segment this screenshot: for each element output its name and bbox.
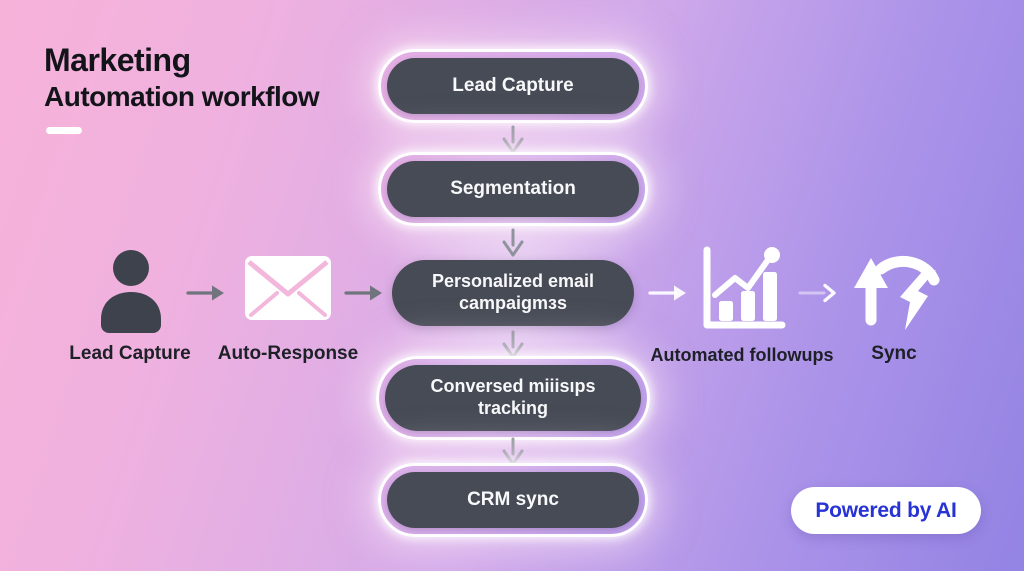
bar-chart-icon	[703, 246, 786, 329]
icon-label-sync: Sync	[871, 343, 917, 364]
arrow-down-icon	[502, 125, 524, 154]
flow-step-ring: CRM sync	[378, 463, 648, 537]
flow-step-crm-sync: CRM sync	[387, 472, 639, 528]
page-title-line2: Automation workflow	[44, 81, 320, 112]
icon-label-automated-followups: Automated followups	[650, 345, 834, 365]
page-title-line1: Marketing	[44, 42, 191, 78]
arrow-down-icon	[502, 228, 524, 257]
arrow-right-icon	[648, 285, 686, 301]
arrow-right-icon	[186, 285, 224, 301]
arrow-right-icon	[798, 283, 836, 303]
flow-step-ring: Conversed mіiisıps tracking	[376, 356, 650, 440]
powered-by-ai-badge: Powered by AI	[791, 487, 981, 534]
flow-step-lead-capture: Lead Capture	[387, 58, 639, 114]
flow-step-ring: Segmentation	[378, 152, 648, 226]
icon-label-auto-response: Auto-Response	[217, 343, 359, 364]
powered-by-ai-label: Powered by AI	[815, 498, 957, 522]
envelope-icon	[245, 256, 331, 320]
person-icon	[101, 250, 161, 333]
flow-step-conversion-tracking: Conversed mіiisıps tracking	[385, 365, 641, 431]
flow-step-ring: Lead Capture	[378, 49, 648, 123]
title-underline	[46, 127, 82, 134]
flow-step-segmentation: Segmentation	[387, 161, 639, 217]
flow-step-email-campaigns: Personalized email campaigmзs	[392, 260, 634, 326]
arrow-right-icon	[344, 285, 382, 301]
icon-label-lead-capture: Lead Capture	[69, 343, 191, 364]
sync-arrows-icon	[854, 255, 940, 330]
